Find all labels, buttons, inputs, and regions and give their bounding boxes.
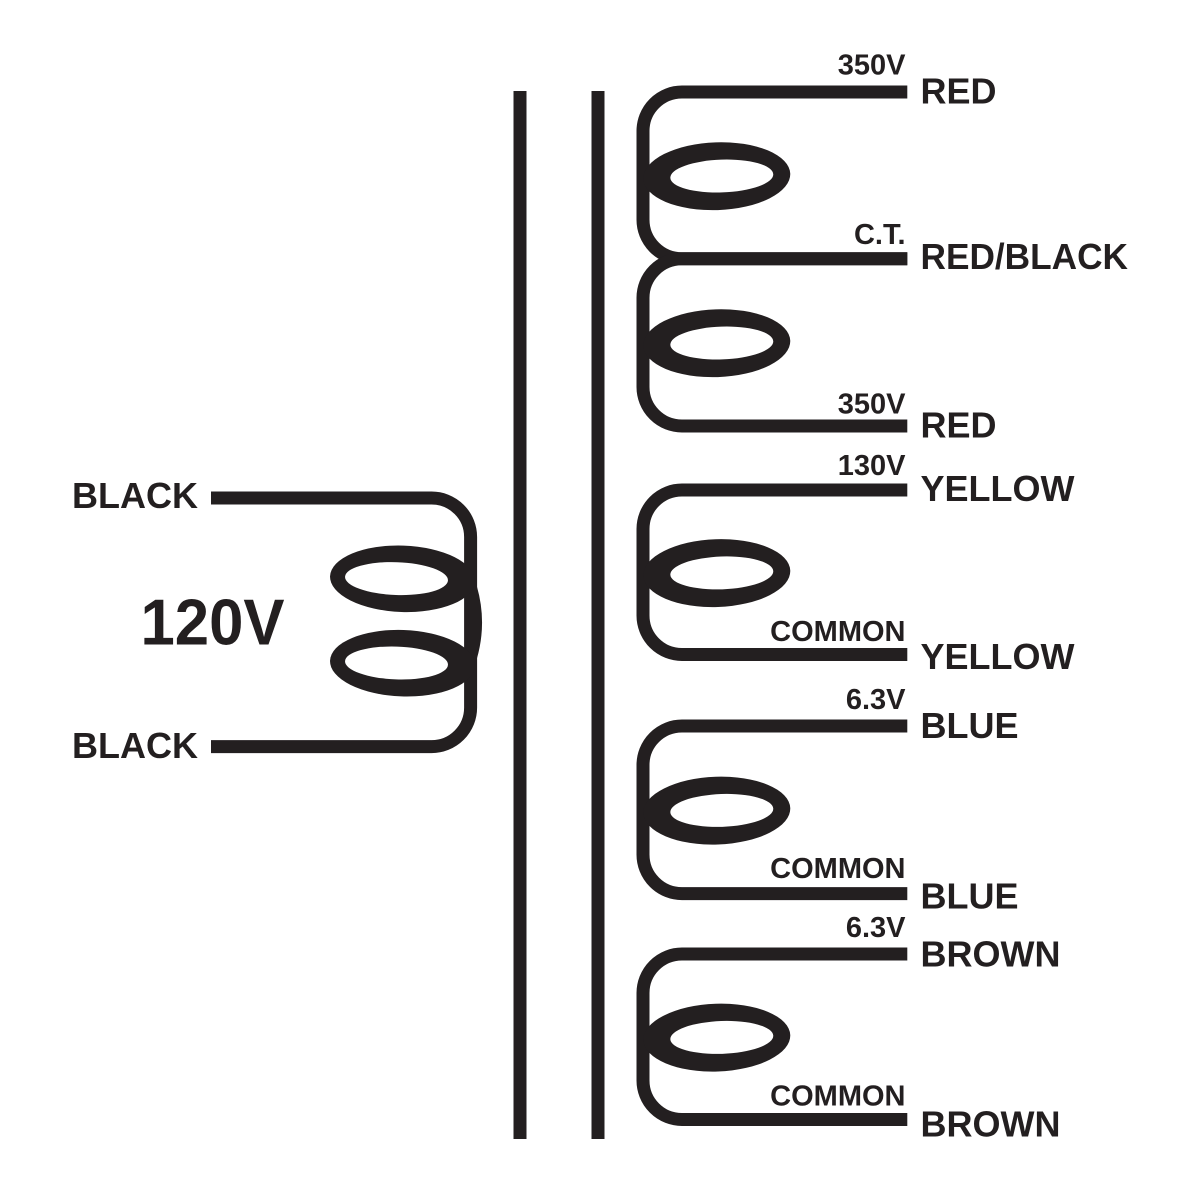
svg-text:350V: 350V bbox=[838, 50, 906, 82]
svg-text:130V: 130V bbox=[838, 450, 906, 482]
svg-text:BROWN: BROWN bbox=[921, 934, 1061, 975]
svg-text:RED: RED bbox=[921, 405, 997, 446]
svg-text:BROWN: BROWN bbox=[921, 1104, 1061, 1145]
svg-text:6.3V: 6.3V bbox=[846, 912, 906, 944]
svg-text:YELLOW: YELLOW bbox=[921, 636, 1075, 677]
svg-text:BLUE: BLUE bbox=[921, 705, 1019, 746]
svg-text:BLACK: BLACK bbox=[72, 725, 198, 766]
svg-text:6.3V: 6.3V bbox=[846, 684, 906, 716]
svg-text:COMMON: COMMON bbox=[770, 616, 905, 648]
svg-text:RED: RED bbox=[921, 71, 997, 112]
svg-text:BLACK: BLACK bbox=[72, 475, 198, 516]
svg-text:120V: 120V bbox=[141, 587, 285, 659]
svg-text:RED/BLACK: RED/BLACK bbox=[921, 236, 1129, 277]
svg-text:COMMON: COMMON bbox=[770, 853, 905, 885]
svg-text:COMMON: COMMON bbox=[770, 1081, 905, 1113]
svg-text:BLUE: BLUE bbox=[921, 876, 1019, 917]
svg-text:YELLOW: YELLOW bbox=[921, 468, 1075, 509]
svg-text:C.T.: C.T. bbox=[854, 219, 906, 251]
svg-text:350V: 350V bbox=[838, 389, 906, 421]
